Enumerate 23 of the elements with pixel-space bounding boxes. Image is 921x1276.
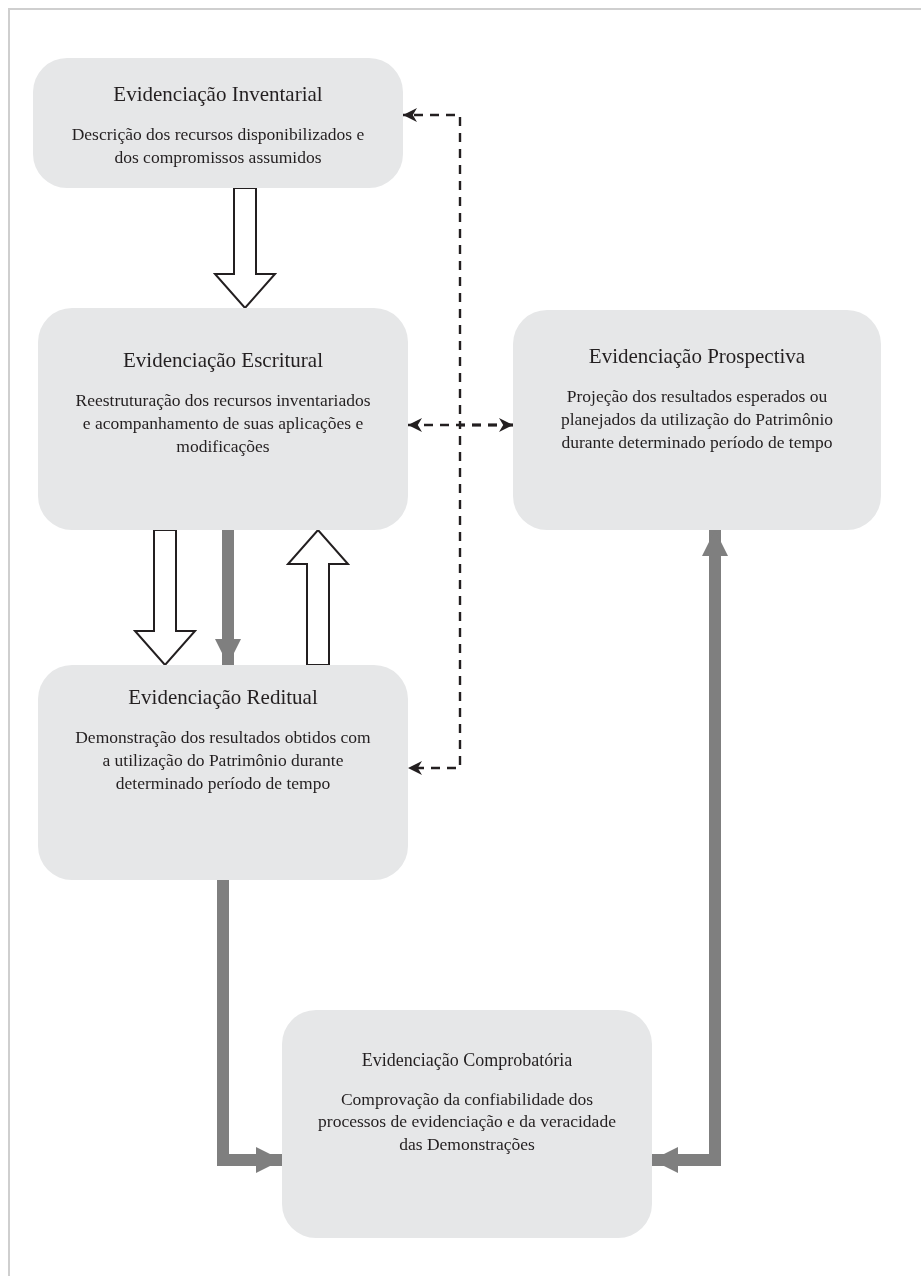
box-title: Evidenciação Inventarial [113,82,323,108]
process-box [282,1010,652,1238]
arrow [217,880,282,1173]
box-title: Evidenciação Prospectiva [588,344,806,370]
box-text: Reestruturação dos recursos inventariados e acompanhamento de suas aplicações e modificações [74,389,372,458]
arrow [215,530,241,665]
box-text: Demonstração dos resultados obtidos com a utilização do Patrimônio durante determinado período de tempo [74,726,372,795]
process-box [513,310,881,530]
arrow [408,423,513,775]
box-text: Descrição dos recursos disponibilizados e dos compromissos assumidos [70,123,366,169]
box-text: Comprovação da confiabilidade dos processos de evidenciação e da veracidade das Demonstrações [317,1087,617,1156]
process-box [33,58,403,188]
arrow [652,530,728,1173]
process-box [38,665,408,880]
box-title: Evidenciação Escritural [123,348,323,374]
arrow [285,528,351,666]
arrow [132,529,198,667]
arrow [212,187,278,310]
process-box [38,308,408,530]
box-text: Projeção dos resultados esperados ou planejados da utilização do Patrimônio durante determinado período de tempo [559,385,835,454]
box-title: Evidenciação Reditual [128,685,318,711]
arrow [408,418,513,432]
box-title: Evidenciação Comprobatória [361,1050,573,1072]
